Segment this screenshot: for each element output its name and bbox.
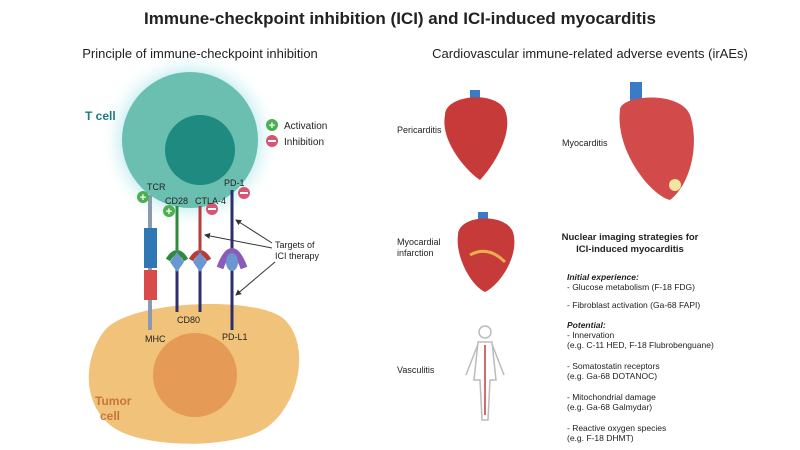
svg-text:+: + — [166, 206, 172, 218]
potential-example: (e.g. F-18 DHMT) — [567, 433, 634, 443]
activation-icon — [266, 119, 278, 131]
infarction-heart — [457, 212, 515, 292]
target-arrow — [235, 219, 273, 244]
initial-item: - Fibroblast activation (Ga-68 FAPI) — [567, 300, 700, 310]
main-title: Immune-checkpoint inhibition (ICI) and I… — [144, 9, 656, 28]
ctla4-label: CTLA-4 — [195, 196, 226, 206]
right-heading: Cardiovascular immune-related adverse ev… — [432, 46, 748, 61]
targets-label-2: ICI therapy — [275, 251, 320, 261]
cd80-label: CD80 — [177, 315, 200, 325]
inhibition-icon — [206, 203, 218, 215]
svg-text:+: + — [269, 120, 275, 132]
tumor-nucleus — [153, 333, 237, 417]
imaging-strategies: Nuclear imaging strategies for ICI-induc… — [562, 232, 714, 443]
infarction-label: Myocardial — [397, 237, 441, 247]
targets-label: Targets of — [275, 240, 315, 250]
initial-item: - Glucose metabolism (F-18 FDG) — [567, 282, 695, 292]
activation-icon: + — [137, 191, 149, 204]
box-title: Nuclear imaging strategies for — [562, 232, 699, 243]
box-title-2: ICI-induced myocarditis — [576, 244, 684, 255]
cd28-label: CD28 — [165, 196, 188, 206]
potential-label: Potential: — [567, 320, 606, 330]
activation-icon: + — [163, 205, 175, 218]
infarction-label-2: infarction — [397, 248, 434, 258]
legend-inhibition: Inhibition — [284, 137, 324, 148]
pericarditis-heart — [444, 90, 508, 180]
potential-example: (e.g. Ga-68 DOTANOC) — [567, 371, 657, 381]
pericarditis-label: Pericarditis — [397, 125, 442, 135]
t-cell-label: T cell — [85, 109, 116, 123]
target-arrow — [235, 261, 276, 296]
potential-item: - Mitochondrial damage — [567, 392, 656, 402]
legend-activation: Activation — [284, 121, 327, 132]
potential-item: - Somatostatin receptors — [567, 361, 660, 371]
potential-example: (e.g. C-11 HED, F-18 Flubrobenguane) — [567, 340, 714, 350]
initial-label: Initial experience: — [567, 272, 639, 282]
left-heading: Principle of immune-checkpoint inhibitio… — [82, 46, 318, 61]
myocarditis-heart — [619, 82, 694, 200]
tcr-label: TCR — [147, 182, 166, 192]
potential-example: (e.g. Ga-68 Galmydar) — [567, 402, 652, 412]
myocarditis-label: Myocarditis — [562, 138, 608, 148]
tumor-cell-label: Tumor — [95, 394, 132, 408]
inhibition-icon — [238, 187, 250, 199]
pd1-label: PD-1 — [224, 178, 245, 188]
tcr-mhc — [144, 195, 157, 330]
target-arrow — [204, 233, 273, 249]
pdl1-label: PD-L1 — [222, 332, 248, 342]
svg-text:+: + — [140, 192, 146, 204]
tumor-cell-label-2: cell — [100, 409, 120, 423]
potential-item: - Reactive oxygen species — [567, 423, 666, 433]
potential-item: - Innervation — [567, 330, 615, 340]
vasculitis-label: Vasculitis — [397, 365, 435, 375]
vasculitis-body — [465, 325, 505, 421]
mhc-label: MHC — [145, 334, 166, 344]
t-cell-nucleus — [165, 115, 235, 185]
